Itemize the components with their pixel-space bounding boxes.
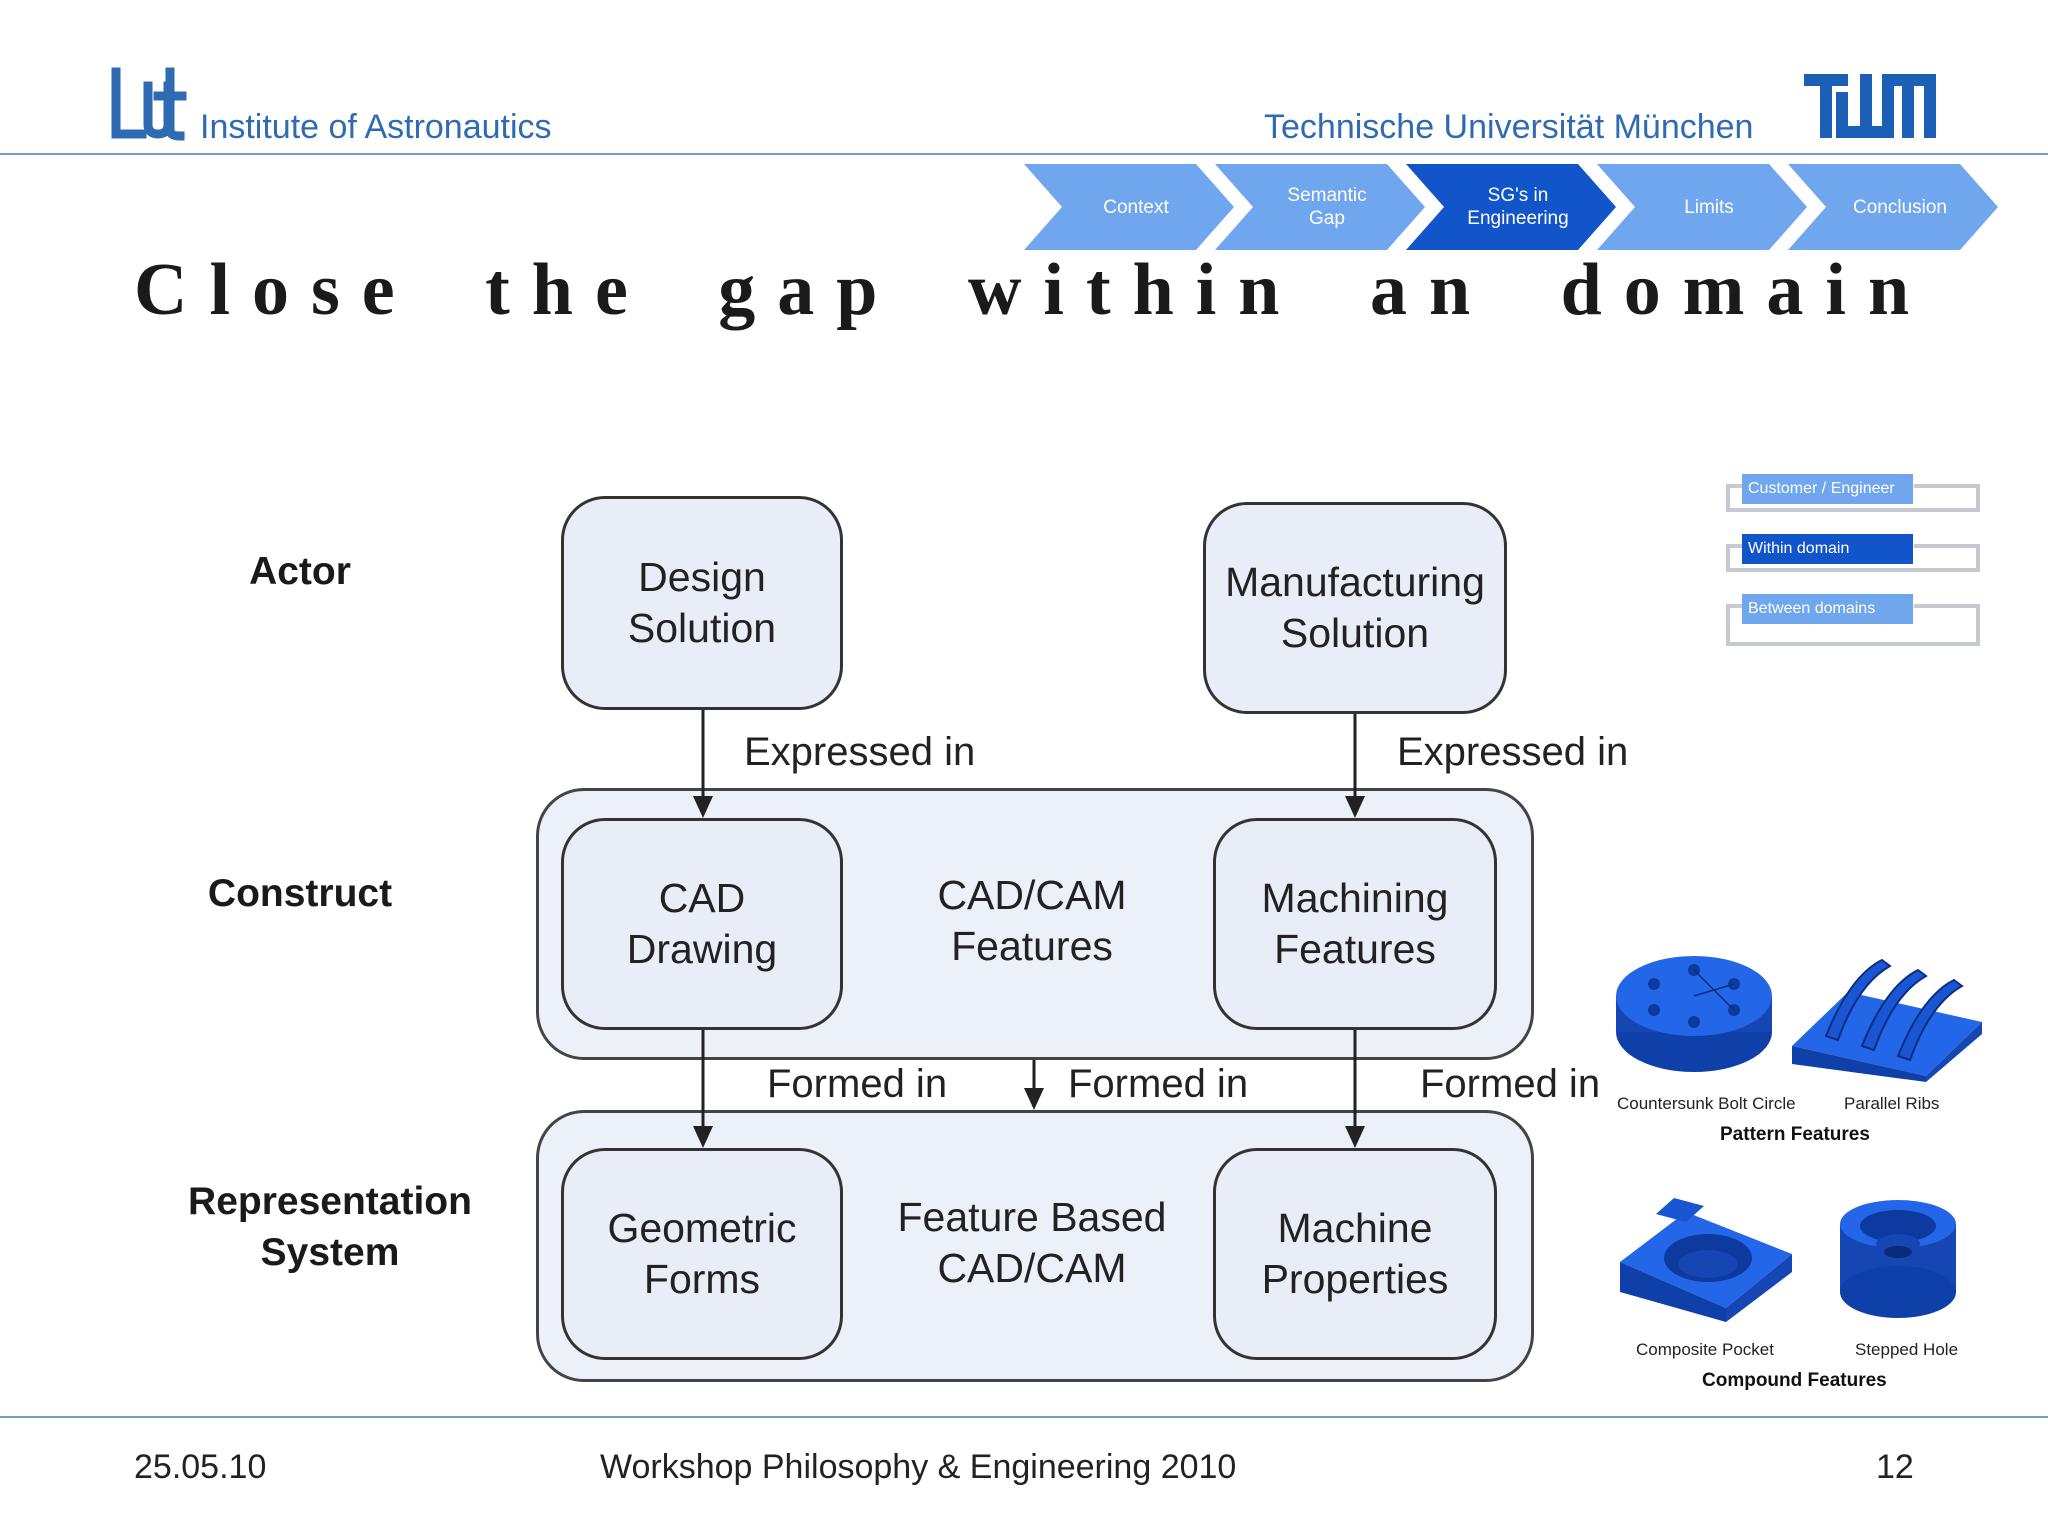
node-manufacturing-solution: Manufacturing Solution (1203, 502, 1507, 714)
footer-event: Workshop Philosophy & Engineering 2010 (600, 1448, 1237, 1486)
tum-logo (1804, 74, 1936, 138)
institute-name: Institute of Astronautics (200, 108, 552, 146)
nav-semantic-gap[interactable]: Semantic Gap (1215, 164, 1425, 250)
arrowhead-cad-to-geometric (693, 1126, 713, 1148)
arrowhead-machining-to-machine (1345, 1126, 1365, 1148)
legend-within-domain[interactable]: Within domain (1742, 534, 1913, 564)
heading-compound-features: Compound Features (1702, 1370, 1887, 1391)
nav-limits[interactable]: Limits (1597, 164, 1807, 250)
caption-composite-pocket: Composite Pocket (1636, 1340, 1774, 1359)
caption-bolt-circle: Countersunk Bolt Circle (1617, 1094, 1796, 1113)
edge-label-formed-left: Formed in (767, 1062, 948, 1106)
node-geometric-forms: Geometric Forms (561, 1148, 843, 1360)
nav-sgs-in-engineering[interactable]: SG's in Engineering (1406, 164, 1616, 250)
arrowhead-construct-to-representation (1024, 1088, 1044, 1110)
arrowhead-manufacturing-to-machining (1345, 796, 1365, 818)
edge-label-formed-middle: Formed in (1068, 1062, 1249, 1106)
stepped-hole-illustration (1840, 1200, 1956, 1318)
nav-context[interactable]: Context (1024, 164, 1234, 250)
nav-semantic-gap-label: Semantic Gap (1287, 185, 1367, 229)
footer-date: 25.05.10 (134, 1448, 267, 1486)
parallel-ribs-illustration (1792, 958, 1982, 1082)
node-machine-properties: Machine Properties (1213, 1148, 1497, 1360)
header-rule (0, 153, 2048, 155)
nav-context-shape (1024, 164, 1234, 250)
node-cadcam-features: CAD/CAM Features (937, 872, 1127, 969)
node-machining-features: Machining Features (1213, 818, 1497, 1030)
node-cad-drawing: CAD Drawing (561, 818, 843, 1030)
footer-page-number: 12 (1876, 1448, 1914, 1486)
row-label-construct: Construct (207, 872, 393, 915)
caption-stepped-hole: Stepped Hole (1855, 1340, 1959, 1359)
edge-label-expressed-left: Expressed in (744, 730, 976, 774)
edge-label-expressed-right: Expressed in (1397, 730, 1629, 774)
lrt-logo (111, 67, 187, 141)
node-feature-based: Feature Based CAD/CAM (897, 1194, 1167, 1291)
node-design-solution: Design Solution (561, 496, 843, 710)
university-name: Technische Universität München (1264, 108, 1754, 146)
nav-limits-shape (1597, 164, 1807, 250)
arrowhead-design-to-cad (693, 796, 713, 818)
bolt-circle-illustration (1616, 956, 1772, 1072)
nav-context-label: Context (1103, 196, 1169, 218)
footer-rule (0, 1416, 2048, 1418)
nav-semantic-gap-shape (1215, 164, 1425, 250)
caption-parallel-ribs: Parallel Ribs (1844, 1094, 1940, 1113)
nav-conclusion-label: Conclusion (1853, 196, 1947, 218)
row-label-actor: Actor (249, 550, 351, 593)
nav-sgs-shape (1406, 164, 1616, 250)
legend-between-domains[interactable]: Between domains (1742, 594, 1913, 624)
nav-sgs-label: SG's in Engineering (1467, 185, 1569, 229)
legend-customer-engineer[interactable]: Customer / Engineer (1742, 474, 1913, 504)
row-label-representation: Representation System (188, 1180, 472, 1274)
heading-pattern-features: Pattern Features (1720, 1124, 1870, 1145)
nav-conclusion-shape (1788, 164, 1998, 250)
edge-label-formed-right: Formed in (1420, 1062, 1601, 1106)
nav-conclusion[interactable]: Conclusion (1788, 164, 1998, 250)
slide-title: Close the gap within an domain (134, 249, 1932, 331)
legend-brackets (1726, 484, 1980, 646)
nav-limits-label: Limits (1684, 196, 1734, 218)
composite-pocket-illustration (1620, 1198, 1792, 1322)
